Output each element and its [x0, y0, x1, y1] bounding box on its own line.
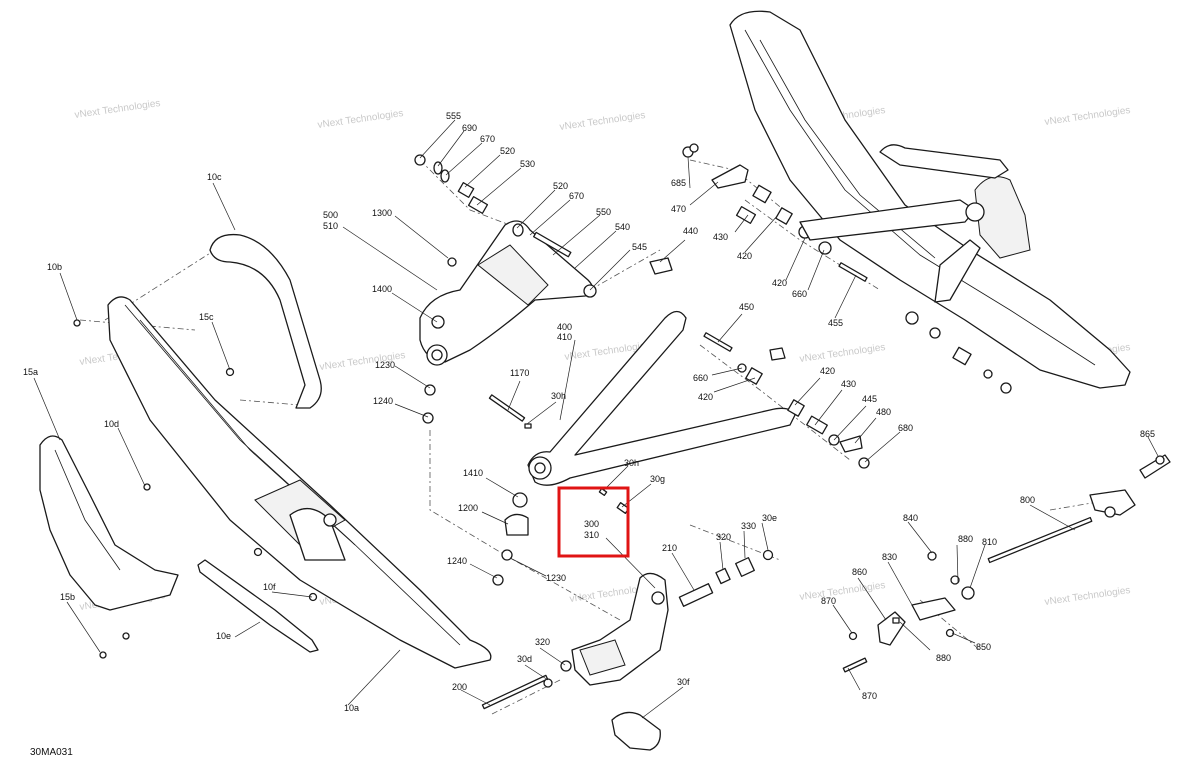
part-label: 455 [828, 318, 843, 328]
part-label: 1170 [510, 368, 529, 378]
part-label: 870 [821, 596, 836, 606]
diagram-code: 30MA031 [30, 747, 73, 758]
part-label: 840 [903, 513, 918, 523]
upper-a-arm [419, 220, 593, 366]
part-label: 670 [480, 134, 495, 144]
watermark: vNext Technologies [74, 98, 161, 121]
part-label: 670 [569, 191, 584, 201]
upper-hardware [414, 154, 597, 298]
part-label: 1300 [372, 208, 392, 218]
part-label: 420 [737, 251, 752, 261]
part-label: 15b [60, 592, 75, 602]
part-label: 1400 [372, 284, 392, 294]
part-label: 1240 [373, 396, 393, 406]
part-label: 30e [762, 513, 777, 523]
part-label: 520 [500, 146, 515, 156]
part-label: 530 [520, 159, 535, 169]
part-label: 200 [452, 682, 467, 692]
lower-a-arm [527, 310, 796, 486]
fasteners [481, 394, 774, 751]
part-label: 320 [535, 637, 550, 647]
watermark: vNext Technologies [799, 342, 886, 365]
highlight-box [557, 486, 630, 558]
assembly-lines [79, 159, 1111, 716]
part-label: 660 [693, 373, 708, 383]
part-label: 880 [958, 534, 973, 544]
ski-handle [209, 233, 322, 409]
part-label: 865 [1140, 429, 1155, 439]
watermark: vNext Technologies [1044, 105, 1131, 128]
part-label: 445 [862, 394, 877, 404]
part-label: 420 [772, 278, 787, 288]
part-label: 520 [553, 181, 568, 191]
part-label: 800 [1020, 495, 1035, 505]
part-labels: 555 690 670 520 530 520 670 550 540 545 … [23, 111, 1155, 713]
watermark: vNext Technologies [559, 110, 646, 133]
part-label: 1200 [458, 503, 478, 513]
part-label: 660 [792, 289, 807, 299]
part-label: 420 [698, 392, 713, 402]
part-label: 210 [662, 543, 677, 553]
part-label: 15a [23, 367, 38, 377]
part-label: 450 [739, 302, 754, 312]
part-label: 870 [862, 691, 877, 701]
watermark: vNext Technologies [317, 108, 404, 131]
part-label: 545 [632, 242, 647, 252]
part-label: 880 [936, 653, 951, 663]
skid-plate [39, 435, 179, 611]
part-label: 1230 [375, 360, 395, 370]
part-label: 10d [104, 419, 119, 429]
part-label: 320 [716, 532, 731, 542]
part-label: 10a [344, 703, 359, 713]
part-label: 1410 [463, 468, 483, 478]
part-label: 555 [446, 111, 461, 121]
part-label: 440 [683, 226, 698, 236]
part-label: 680 [898, 423, 913, 433]
part-label: 30f [677, 677, 690, 687]
part-label: 470 [671, 204, 686, 214]
ski-skag [197, 559, 319, 653]
part-label: 30d [517, 654, 532, 664]
part-label: 30g [650, 474, 665, 484]
leader-lines [33, 119, 1159, 719]
part-label: 430 [713, 232, 728, 242]
part-label: 540 [615, 222, 630, 232]
part-label: 480 [876, 407, 891, 417]
part-label: 860 [852, 567, 867, 577]
watermark: vNext Technologies [1044, 585, 1131, 608]
part-label: 500 [323, 210, 338, 220]
left-ski [39, 233, 492, 669]
part-label: 10b [47, 262, 62, 272]
part-label: 510 [323, 221, 338, 231]
part-label: 330 [741, 521, 756, 531]
part-label: 1230 [546, 573, 566, 583]
part-label: 410 [557, 332, 572, 342]
part-label: 400 [557, 322, 572, 332]
right-ski [729, 10, 1131, 394]
part-label: 15c [199, 312, 214, 322]
part-label: 550 [596, 207, 611, 217]
part-label: 300 [584, 519, 599, 529]
part-label: 10e [216, 631, 231, 641]
watermark: vNext Technologies [799, 580, 886, 603]
part-label: 420 [820, 366, 835, 376]
part-label: 10f [263, 582, 276, 592]
steering-link [842, 454, 1171, 673]
part-label: 810 [982, 537, 997, 547]
part-label: 30h [551, 391, 566, 401]
part-label: 10c [207, 172, 222, 182]
part-label: 310 [584, 530, 599, 540]
part-label: 430 [841, 379, 856, 389]
part-label: 690 [462, 123, 477, 133]
part-label: 850 [976, 642, 991, 652]
part-label: 685 [671, 178, 686, 188]
part-label: 830 [882, 552, 897, 562]
part-label: 1240 [447, 556, 467, 566]
part-label: 30h [624, 458, 639, 468]
